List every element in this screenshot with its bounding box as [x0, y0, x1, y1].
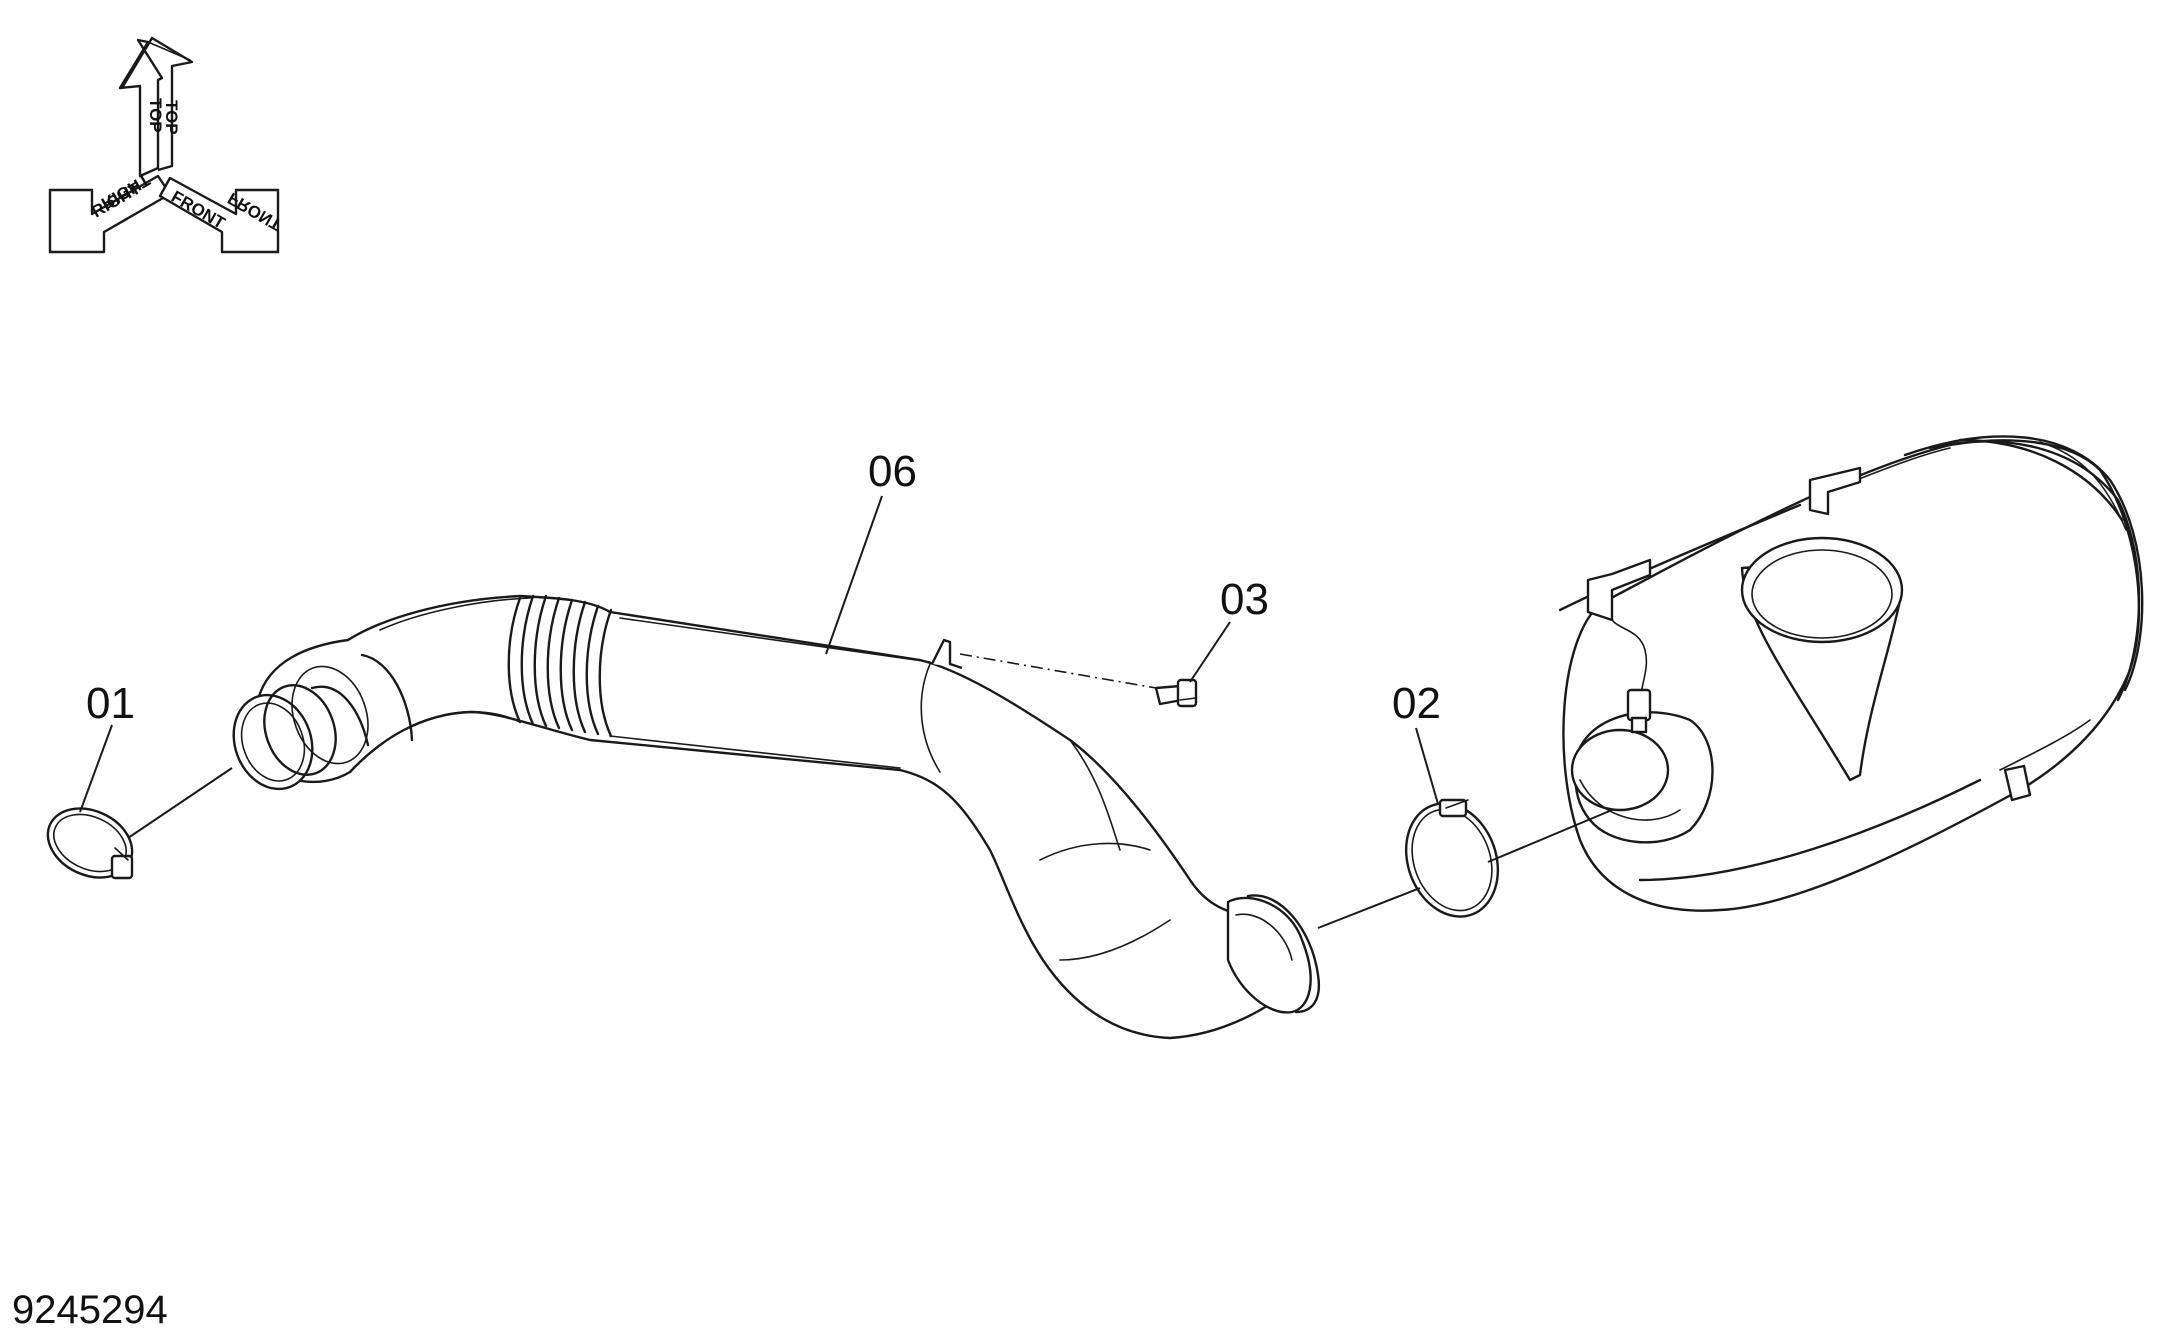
callouts: 01 02 03 06: [79, 447, 1441, 813]
hose-clamp-right: [1404, 798, 1500, 918]
hose-bellows: [507, 594, 613, 738]
orientation-symbol: TOP TOP RIGHT RIGHT FRONT FRONT: [48, 36, 285, 254]
document-number: 9245294: [12, 1288, 168, 1332]
leader-02: [1415, 727, 1439, 805]
top-arrow: [118, 36, 194, 178]
restriction-sensor: [1626, 688, 1652, 722]
hose-left-cuff: [232, 693, 314, 791]
front-arrow: [158, 176, 280, 254]
callout-01: 01: [86, 679, 135, 728]
orient-top-mirror-label: TOP: [146, 98, 165, 133]
restriction-sensor-wire: [1611, 619, 1648, 706]
hose-clamp-left: [46, 807, 134, 880]
callout-03: 03: [1220, 575, 1269, 624]
hose-bracket-tab: [930, 638, 963, 670]
air-cleaner-housing: [1558, 435, 2144, 912]
leader-01: [79, 724, 113, 813]
screw: [1154, 678, 1198, 708]
leader-06: [825, 495, 883, 655]
orient-top-label: TOP: [162, 100, 181, 135]
hose-right-cuff: [1226, 896, 1312, 1014]
callout-02: 02: [1392, 679, 1441, 728]
outlet-opening: [1740, 536, 1904, 644]
leader-03: [1189, 621, 1231, 683]
assembly-lines: [127, 653, 1613, 929]
intake-hose: [232, 594, 1321, 1040]
callout-06: 06: [868, 447, 917, 496]
